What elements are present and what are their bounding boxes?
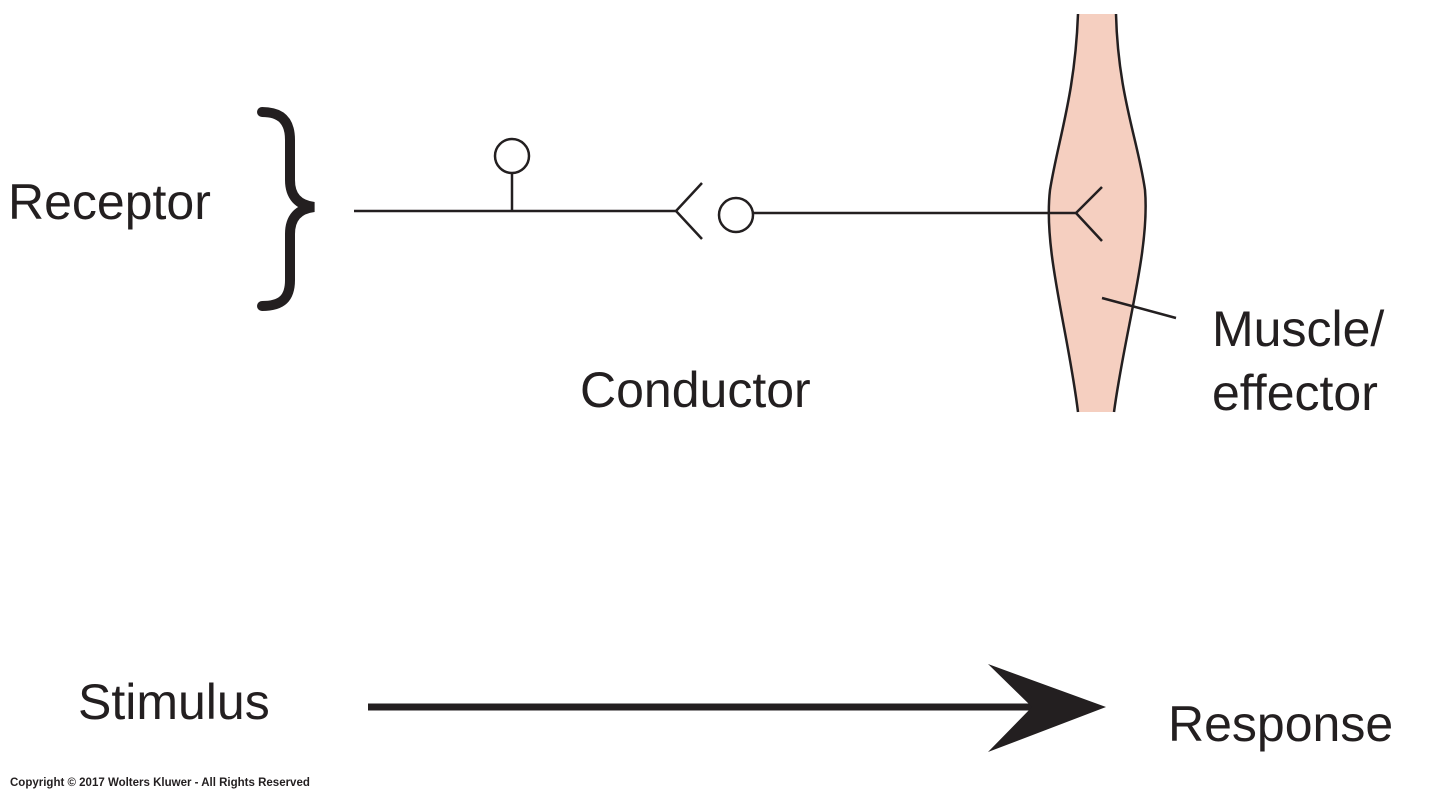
muscle-effector-label: Muscle/ effector [1212, 297, 1384, 425]
copyright-notice: Copyright © 2017 Wolters Kluwer - All Ri… [10, 777, 310, 789]
muscle-right-edge [1112, 13, 1147, 413]
synaptic-terminal [674, 182, 703, 240]
arrow-right-icon [988, 664, 1106, 752]
stimulus-label: Stimulus [78, 674, 270, 730]
muscle-left-edge [1047, 13, 1080, 413]
muscle-leader-line [1101, 296, 1177, 320]
muscle-label-line1: Muscle/ [1212, 301, 1385, 357]
muscle-label-line2: effector [1212, 365, 1378, 421]
receptor-label: Receptor [8, 174, 211, 230]
neuromuscular-junction [1074, 186, 1103, 242]
muscle-effector-shape [1048, 14, 1146, 412]
sensory-cell-body [493, 137, 531, 175]
conductor-label: Conductor [580, 362, 811, 418]
curly-brace-icon [257, 107, 315, 311]
response-label: Response [1168, 696, 1394, 752]
motor-cell-body [717, 196, 755, 234]
